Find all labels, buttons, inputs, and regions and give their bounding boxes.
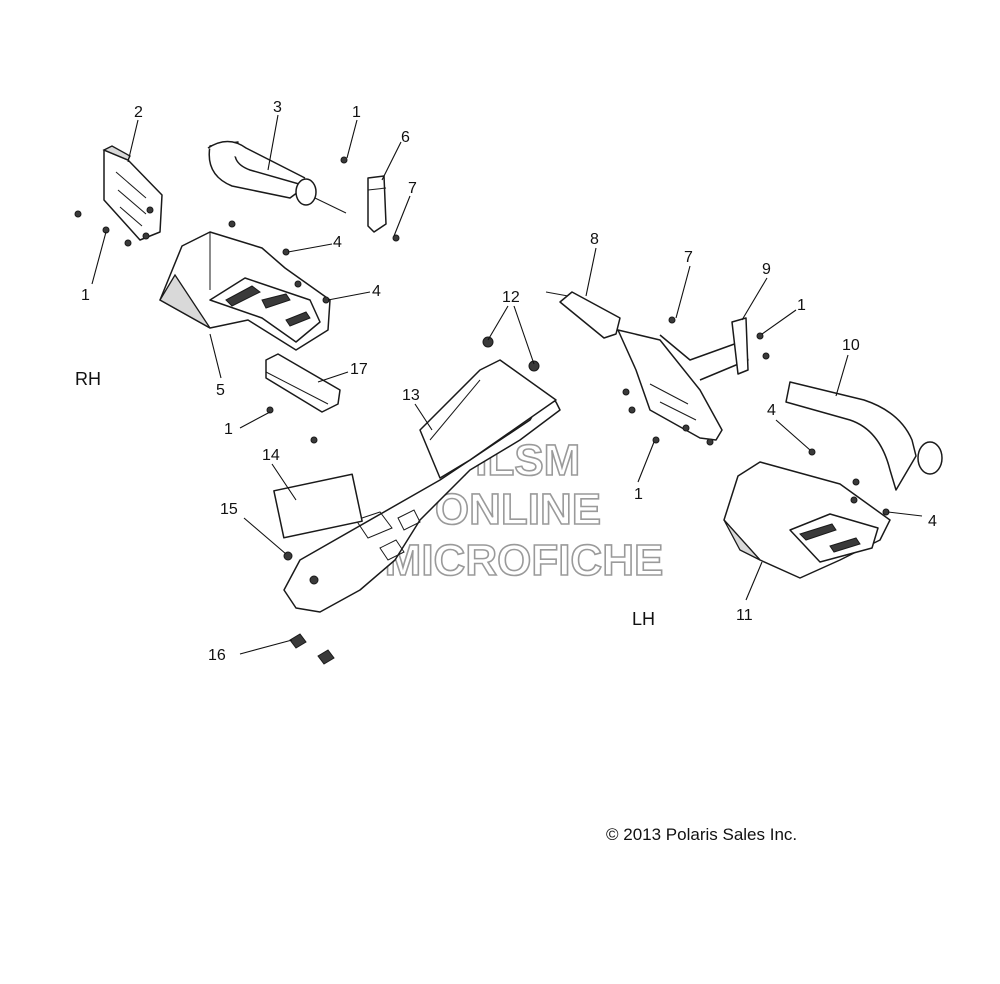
callout-1: 1: [352, 104, 361, 121]
part-11-lh-footwell: [723, 461, 891, 579]
part-9-bracket: [731, 317, 749, 375]
copyright-notice: © 2013 Polaris Sales Inc.: [606, 825, 797, 844]
callout-11: 11: [736, 607, 753, 624]
part-13-skid-plate: [283, 336, 561, 613]
callout-7: 7: [684, 249, 693, 266]
watermark: HLSM ONLINE MICROFICHE: [384, 435, 664, 586]
callout-7: 7: [408, 180, 417, 197]
part-14-decal: [273, 473, 363, 539]
callout-numbers: 2 3 1 6 7 1 4 4 5 17 1 13 12 14 15 16 8 …: [81, 99, 937, 664]
callout-15: 15: [220, 501, 238, 518]
callout-8: 8: [590, 231, 599, 248]
leader-lines: [91, 114, 923, 655]
callout-1: 1: [224, 421, 233, 438]
part-16-clips: [289, 633, 335, 665]
callout-1: 1: [797, 297, 806, 314]
callout-9: 9: [762, 261, 771, 278]
callout-4: 4: [767, 402, 776, 419]
part-2-bracket-plate: [102, 145, 163, 241]
fasteners: [74, 156, 890, 585]
callout-1: 1: [81, 287, 90, 304]
part-lh-side-plate: [617, 329, 749, 441]
callout-10: 10: [842, 337, 860, 354]
callout-16: 16: [208, 647, 226, 664]
callout-5: 5: [216, 382, 225, 399]
part-8-bracket: [545, 291, 621, 339]
callout-4: 4: [928, 513, 937, 530]
callout-2: 2: [134, 104, 143, 121]
watermark-line-3: MICROFICHE: [385, 536, 664, 585]
lh-side-label: LH: [632, 609, 655, 629]
rh-side-label: RH: [75, 369, 101, 389]
callout-3: 3: [273, 99, 282, 116]
callout-13: 13: [402, 387, 420, 404]
part-6-bracket: [367, 175, 387, 233]
part-10-tube: [785, 381, 943, 491]
callout-17: 17: [350, 361, 368, 378]
part-17-angle-bracket: [265, 353, 341, 413]
part-5-rh-footwell: [159, 231, 331, 351]
callout-6: 6: [401, 129, 410, 146]
callout-1: 1: [634, 486, 643, 503]
watermark-line-2: ONLINE: [435, 485, 601, 534]
callout-4: 4: [333, 234, 342, 251]
callout-4: 4: [372, 283, 381, 300]
part-3-tube: [207, 140, 347, 214]
callout-14: 14: [262, 447, 280, 464]
callout-12: 12: [502, 289, 520, 306]
